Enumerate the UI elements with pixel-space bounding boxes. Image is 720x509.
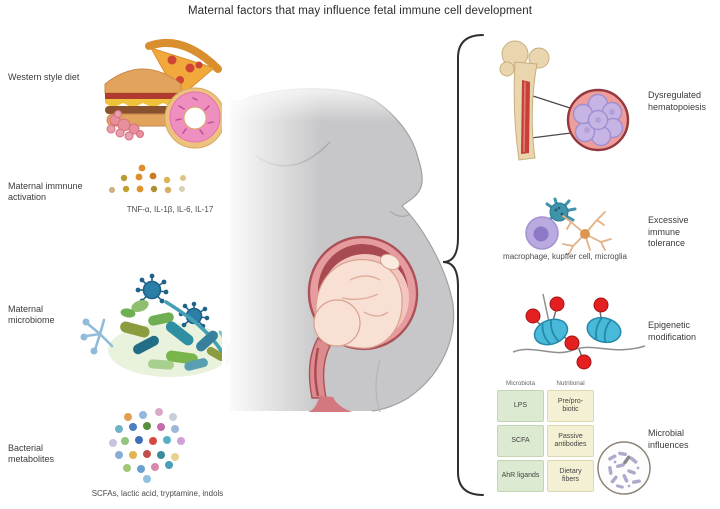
curly-brace bbox=[442, 34, 484, 496]
macrophage-icon bbox=[525, 216, 559, 250]
table-cell-scfa: SCFA bbox=[497, 425, 544, 457]
nucleosome-methylation-icon bbox=[512, 293, 646, 370]
cytokines-caption: TNF-α, IL-1β, IL-6, IL-17 bbox=[126, 205, 214, 214]
metabolite-dots-icon bbox=[109, 408, 185, 483]
burger-icon bbox=[104, 68, 182, 127]
cytokine-dots-icon bbox=[109, 164, 186, 194]
table-cell-ahr-ligands: AhR ligands bbox=[497, 460, 544, 492]
factor-label-western-diet: Western style diet bbox=[8, 72, 80, 82]
methyl-group-icons bbox=[525, 296, 609, 370]
rod-bacteria-icons bbox=[120, 312, 226, 371]
immune-cells-caption: macrophage, kupffer cell, microglia bbox=[503, 252, 627, 261]
microglia-icon bbox=[562, 211, 612, 254]
bone-icon bbox=[499, 40, 550, 161]
factor-label-microbiome: Maternal microbiome bbox=[8, 304, 55, 326]
bacteria-cluster-icon bbox=[80, 273, 232, 377]
factor-label-immune-activation: Maternal immnune activation bbox=[8, 181, 83, 203]
table-cell-lps: LPS bbox=[497, 390, 544, 422]
petri-dish-bacteria-icon bbox=[597, 441, 651, 495]
berries-icon bbox=[106, 110, 144, 141]
marrow-cells-magnifier bbox=[566, 88, 630, 152]
diagram-title: Maternal factors that may influence feta… bbox=[188, 5, 532, 17]
pregnant-woman-with-fetus-illustration bbox=[222, 80, 472, 415]
kupffer-cell-icon bbox=[545, 197, 577, 222]
table-header-nutritional: Nutritional bbox=[556, 380, 585, 387]
outcome-label-hematopoiesis: Dysregulated hematopoiesis bbox=[648, 90, 707, 112]
microbial-influences-table: Microbiota Nutritional LPS Pre/pro- biot… bbox=[497, 380, 597, 492]
nucleosome-icon bbox=[533, 318, 569, 346]
table-cell-prebiotic: Pre/pro- biotic bbox=[547, 390, 594, 422]
metabolites-caption: SCFAs, lactic acid, tryptamine, indols bbox=[91, 489, 224, 498]
table-cell-passive-antibodies: Passive antibodies bbox=[547, 425, 594, 457]
nucleosome-icon bbox=[586, 316, 622, 344]
branched-microbe-icon bbox=[80, 318, 114, 355]
outcome-label-epigenetic: Epigenetic modification bbox=[648, 320, 697, 342]
factor-label-metabolites: Bacterial metabolites bbox=[8, 443, 55, 465]
bone-marrow-magnifier-icon bbox=[499, 40, 630, 161]
burger-pizza-donut-icon bbox=[104, 39, 226, 149]
outcome-label-microbial: Microbial influences bbox=[648, 428, 689, 450]
pizza-icon bbox=[145, 39, 222, 99]
table-header-microbiota: Microbiota bbox=[505, 380, 536, 387]
virus-icon bbox=[135, 273, 210, 329]
table-cell-dietary-fibers: Dietary fibers bbox=[547, 460, 594, 492]
outcome-label-tolerance: Excessive immune tolerance bbox=[648, 215, 689, 249]
donut-icon bbox=[164, 87, 226, 149]
uterus-with-fetus bbox=[307, 235, 419, 412]
fetus bbox=[313, 253, 403, 349]
immune-cells-icon bbox=[525, 197, 612, 254]
